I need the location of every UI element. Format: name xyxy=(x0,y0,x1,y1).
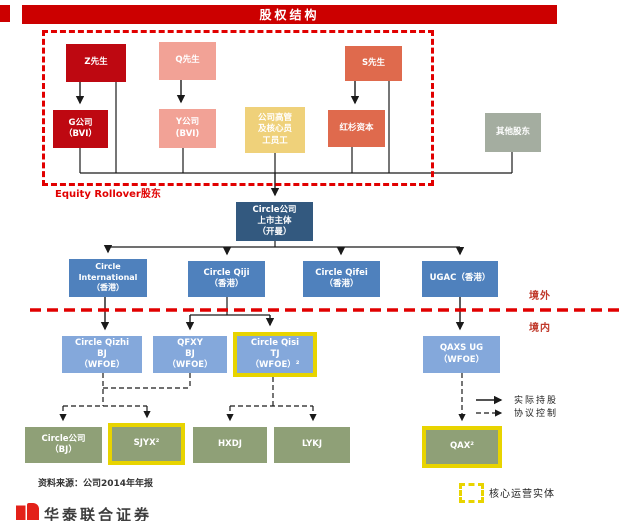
node-sequoia: 红杉资本 xyxy=(328,110,385,147)
source-note: 资料来源：公司2014年年报 xyxy=(38,479,154,489)
node-mr-s: S先生 xyxy=(345,46,402,81)
zone-offshore-label: 境外 xyxy=(529,291,551,302)
rollover-group-outline xyxy=(42,30,434,186)
node-hxdj: HXDJ xyxy=(193,427,267,463)
legend-actual-holding-label: 实际持股 xyxy=(514,396,559,406)
legend-core-entity-swatch xyxy=(459,483,484,503)
title-bar: 股权结构 xyxy=(22,5,557,24)
node-lykj: LYKJ xyxy=(274,427,350,463)
rollover-group-label: Equity Rollover股东 xyxy=(55,189,161,200)
node-sjyx: SJYX² xyxy=(108,423,185,465)
brand-name: 华泰联合证券 xyxy=(44,506,153,521)
node-circle-international: Circle International （香港） xyxy=(69,259,147,297)
corner-accent xyxy=(0,5,10,22)
node-management: 公司高管 及核心员 工员工 xyxy=(245,107,305,153)
legend-vie-control-label: 协议控制 xyxy=(514,409,559,419)
node-qax: QAX² xyxy=(422,426,502,468)
page-title: 股权结构 xyxy=(259,8,320,22)
zone-onshore-label: 境内 xyxy=(529,323,551,334)
legend-core-entity-label: 核心运营实体 xyxy=(489,489,555,500)
node-ugac: UGAC（香港） xyxy=(422,261,498,297)
node-circle-qizhi: Circle Qizhi BJ （WFOE） xyxy=(62,336,142,373)
node-circle-qiji: Circle Qiji （香港） xyxy=(188,261,265,297)
node-y-bvi: Y公司 (BVI) xyxy=(159,109,216,148)
node-cayman-listco: Circle公司 上市主体 （开曼） xyxy=(236,202,313,241)
brand-logo-icon-right xyxy=(27,503,39,520)
node-g-bvi: G公司 （BVI） xyxy=(53,110,108,148)
node-qaxs: QAXS UG （WFOE） xyxy=(423,336,500,373)
node-mr-q: Q先生 xyxy=(159,42,216,80)
node-qfxy: QFXY BJ （WFOE） xyxy=(153,336,227,373)
node-circle-qifei: Circle Qifei （香港） xyxy=(303,261,380,297)
node-circle-qisi: Circle Qisi TJ （WFOE）² xyxy=(233,332,317,377)
node-mr-z: Z先生 xyxy=(66,44,126,82)
node-other-shareholders: 其他股东 xyxy=(485,113,541,152)
node-circle-bj: Circle公司 （BJ） xyxy=(25,427,102,463)
brand-logo-icon xyxy=(16,505,26,520)
